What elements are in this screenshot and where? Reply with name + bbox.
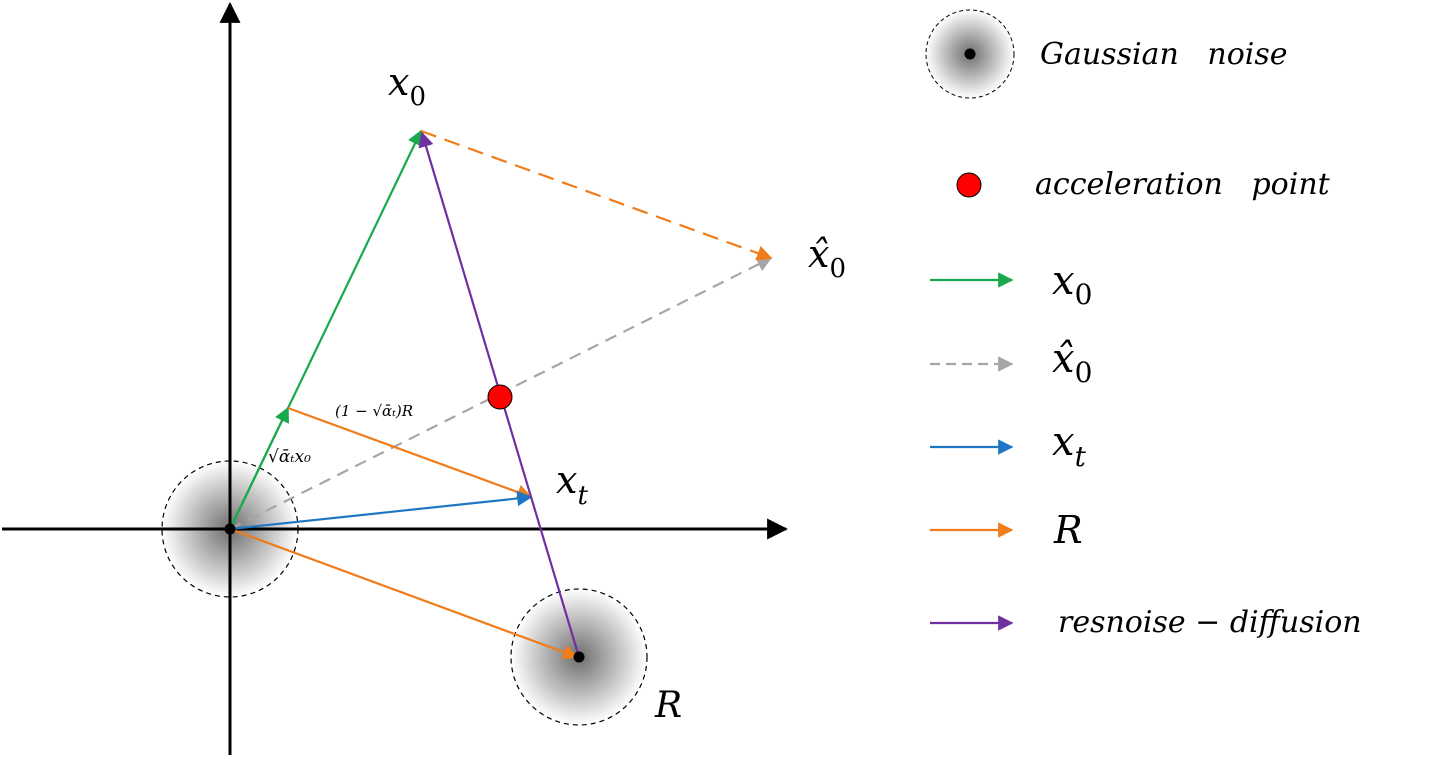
- legend-resnoise-diffusion: resnoise − diffusion: [930, 605, 1362, 640]
- legend-acceleration-point-label: acceleration point: [1035, 167, 1331, 202]
- legend-acceleration-point: acceleration point: [956, 167, 1331, 202]
- legend-x0hat: x̂0: [930, 336, 1092, 389]
- label-R: R: [654, 685, 682, 726]
- vector-xt: [229, 490, 533, 531]
- legend: Gaussian noise acceleration point x0 x̂0…: [925, 9, 1362, 640]
- legend-gaussian-noise-label: Gaussian noise: [1040, 37, 1288, 72]
- label-one-minus-sqrt-alpha-R: (1 − √ᾱₜ)R: [335, 402, 413, 420]
- label-sqrt-alpha-x0: √ᾱₜx₀: [268, 447, 311, 467]
- vector-one-minus-sqrt-alpha-R: [287, 406, 533, 500]
- origin-dot: [224, 523, 236, 535]
- label-xt: xt: [556, 458, 588, 511]
- vector-sqrt-alpha-x0: [229, 406, 289, 530]
- legend-R-label: R: [1053, 508, 1083, 552]
- acceleration-point: [487, 384, 513, 410]
- label-x0: x0: [388, 60, 426, 112]
- vector-R: [229, 527, 579, 660]
- vector-x0-to-x0hat: [420, 129, 773, 261]
- legend-gaussian-noise: Gaussian noise: [925, 9, 1288, 99]
- legend-x0: x0: [930, 258, 1092, 311]
- legend-resnoise-diffusion-label: resnoise − diffusion: [1058, 605, 1362, 640]
- legend-x0hat-label: x̂0: [1052, 336, 1092, 389]
- R-dot: [573, 651, 585, 663]
- legend-R: R: [930, 508, 1083, 552]
- legend-x0-label: x0: [1052, 258, 1092, 311]
- label-x0hat: x̂0: [808, 232, 846, 284]
- legend-xt: xt: [930, 419, 1087, 473]
- legend-xt-label: xt: [1052, 419, 1087, 473]
